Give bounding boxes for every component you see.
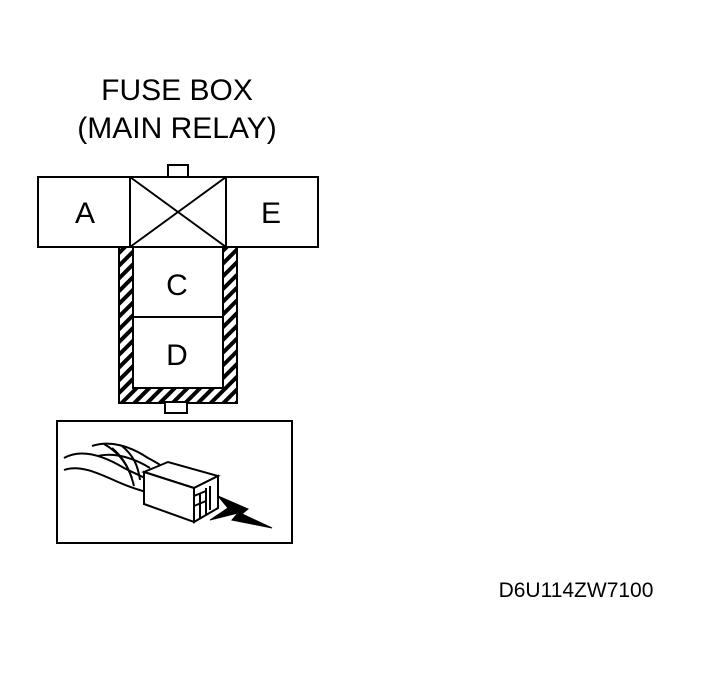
connector-inset bbox=[56, 420, 293, 544]
figure-code: D6U114ZW7100 bbox=[499, 579, 654, 602]
diagram-title-line1: FUSE BOX bbox=[101, 74, 253, 107]
terminal-d-label: D bbox=[166, 339, 188, 372]
terminal-c-cell bbox=[132, 246, 224, 318]
terminal-e-label: E bbox=[261, 197, 281, 230]
terminal-c-label: C bbox=[166, 269, 188, 302]
insertion-arrow-icon bbox=[209, 495, 273, 529]
terminal-a-label: A bbox=[75, 197, 95, 230]
connector-body bbox=[141, 460, 221, 524]
diagram-title-line2: (MAIN RELAY) bbox=[77, 112, 276, 145]
terminal-e-cell bbox=[225, 176, 319, 248]
fuse-box-bottom-tab bbox=[164, 401, 188, 414]
terminal-d-cell bbox=[132, 316, 224, 389]
blank-x-diagonal-2 bbox=[129, 176, 227, 248]
fuse-box-top-tab bbox=[167, 164, 189, 178]
